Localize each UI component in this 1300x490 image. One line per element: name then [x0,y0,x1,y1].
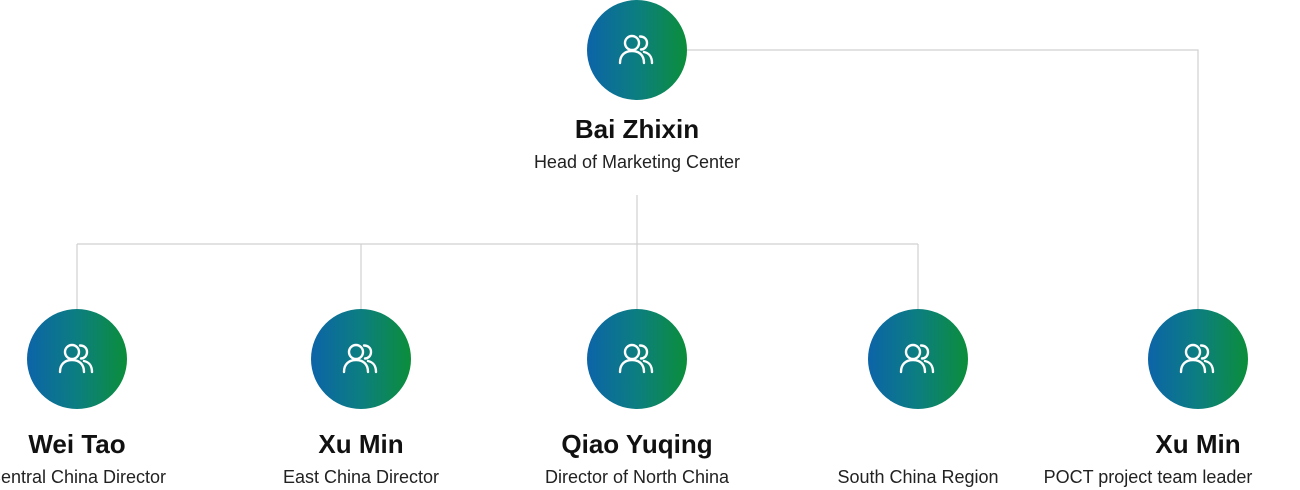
node-name: Bai Zhixin [574,114,700,144]
users-icon [618,34,654,65]
node-role: Director of North China [544,467,730,487]
node-role: POCT project team leader [1043,467,1253,487]
node-role: Head of Marketing Center [533,152,741,172]
node-name: Xu Min [318,429,404,459]
node-name: Qiao Yuqing [561,429,713,459]
avatar [587,0,687,100]
node-role: Central China Director [0,467,167,487]
avatar [1148,309,1248,409]
node-role: East China Director [282,467,440,487]
avatar [868,309,968,409]
avatar [311,309,411,409]
branch-line-poct [687,49,1199,310]
users-icon [618,343,654,374]
avatar [587,309,687,409]
users-icon [342,343,378,374]
node-name: Wei Tao [28,429,126,459]
node-name: Xu Min [1155,429,1241,459]
avatar [27,309,127,409]
users-icon [58,343,94,374]
users-icon [899,343,935,374]
users-icon [1179,343,1215,374]
node-role: South China Region [837,467,999,487]
